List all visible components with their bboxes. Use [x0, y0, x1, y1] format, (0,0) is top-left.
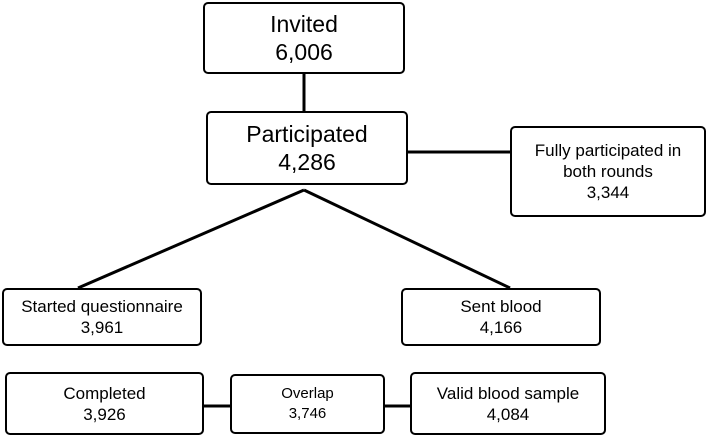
invited-label: Invited — [270, 11, 338, 37]
started-questionnaire-label: Started questionnaire — [21, 297, 183, 316]
sent-blood-box: Sent blood 4,166 — [401, 288, 601, 346]
completed-count: 3,926 — [83, 404, 126, 424]
overlap-label: Overlap — [281, 385, 334, 402]
valid-blood-sample-count: 4,084 — [486, 404, 530, 424]
started-questionnaire-count: 3,961 — [80, 318, 124, 337]
sent-blood-label: Sent blood — [460, 297, 542, 316]
invited-box: Invited 6,006 — [203, 2, 405, 74]
fully-participated-box: Fully participated in both rounds 3,344 — [510, 126, 706, 217]
overlap-box: Overlap 3,746 — [230, 374, 385, 434]
participated-count: 4,286 — [278, 149, 336, 175]
fully-participated-label-line2: both rounds — [563, 162, 653, 181]
sent-blood-count: 4,166 — [479, 318, 523, 337]
fully-participated-label-line1: Fully participated in — [534, 141, 682, 160]
valid-blood-sample-label: Valid blood sample — [436, 383, 580, 403]
participated-box: Participated 4,286 — [206, 111, 408, 185]
overlap-count: 3,746 — [288, 405, 327, 422]
fully-participated-count: 3,344 — [586, 183, 630, 202]
completed-box: Completed 3,926 — [5, 372, 204, 435]
connector-participated-started — [77, 188, 305, 290]
completed-label: Completed — [63, 383, 146, 403]
started-questionnaire-box: Started questionnaire 3,961 — [2, 288, 202, 346]
invited-count: 6,006 — [275, 39, 333, 65]
participated-label: Participated — [246, 121, 368, 147]
valid-blood-sample-box: Valid blood sample 4,084 — [410, 372, 606, 435]
connector-participated-sent — [303, 188, 511, 290]
